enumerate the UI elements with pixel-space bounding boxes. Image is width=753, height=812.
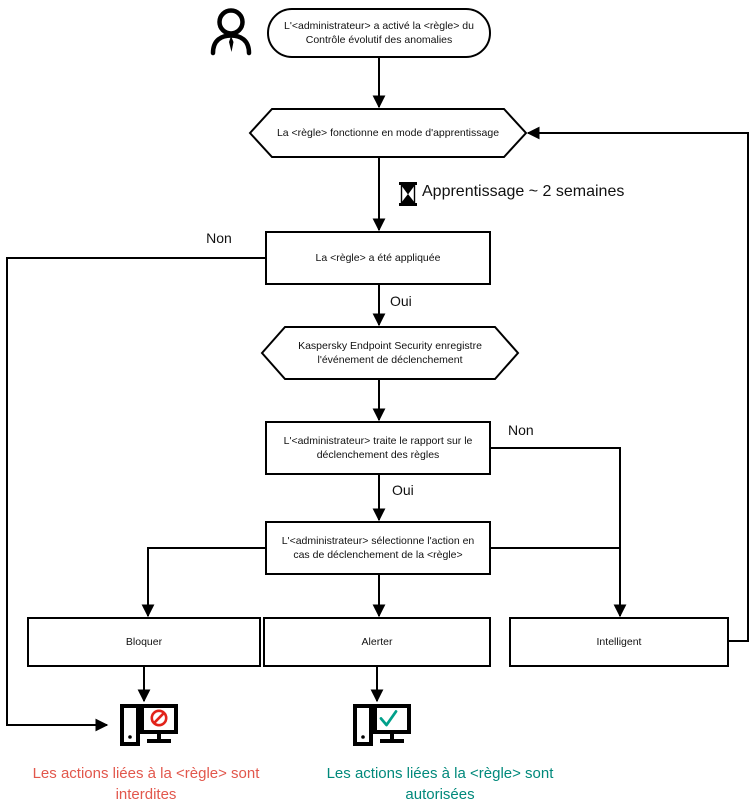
node-block-shape: [27, 617, 261, 667]
edge-smart-feedback: [526, 126, 749, 642]
monitor-allowed-icon: [353, 704, 411, 746]
node-alert-shape: [263, 617, 491, 667]
edge-label-report-no: Non: [508, 422, 534, 438]
node-admin-report-shape: [265, 421, 491, 475]
edge-applied-no: [6, 257, 266, 732]
node-rule-applied-shape: [265, 231, 491, 285]
edge-label-applied-yes: Oui: [390, 293, 412, 309]
outcome-caption-blocked: Les actions liées à la <règle> sont inte…: [32, 765, 260, 803]
node-learning-mode-shape: [248, 108, 528, 158]
edge-label-report-yes: Oui: [392, 482, 414, 498]
node-kes-records-shape: [260, 326, 520, 380]
node-start-shape: [267, 8, 491, 58]
monitor-blocked-icon: [120, 704, 178, 746]
node-admin-action-shape: [265, 521, 491, 575]
person-icon: [210, 8, 252, 56]
node-smart-shape: [509, 617, 729, 667]
learning-duration-note: Apprentissage ~ 2 semaines: [422, 183, 624, 201]
hourglass-icon: [399, 182, 417, 206]
edge-label-applied-no: Non: [206, 230, 232, 246]
edge-action-to-block: [141, 547, 266, 618]
outcome-caption-allowed: Les actions liées à la <règle> sont auto…: [326, 765, 554, 803]
edge-report-no: [490, 447, 627, 618]
learning-duration-text: Apprentissage ~ 2 semaines: [422, 183, 625, 200]
